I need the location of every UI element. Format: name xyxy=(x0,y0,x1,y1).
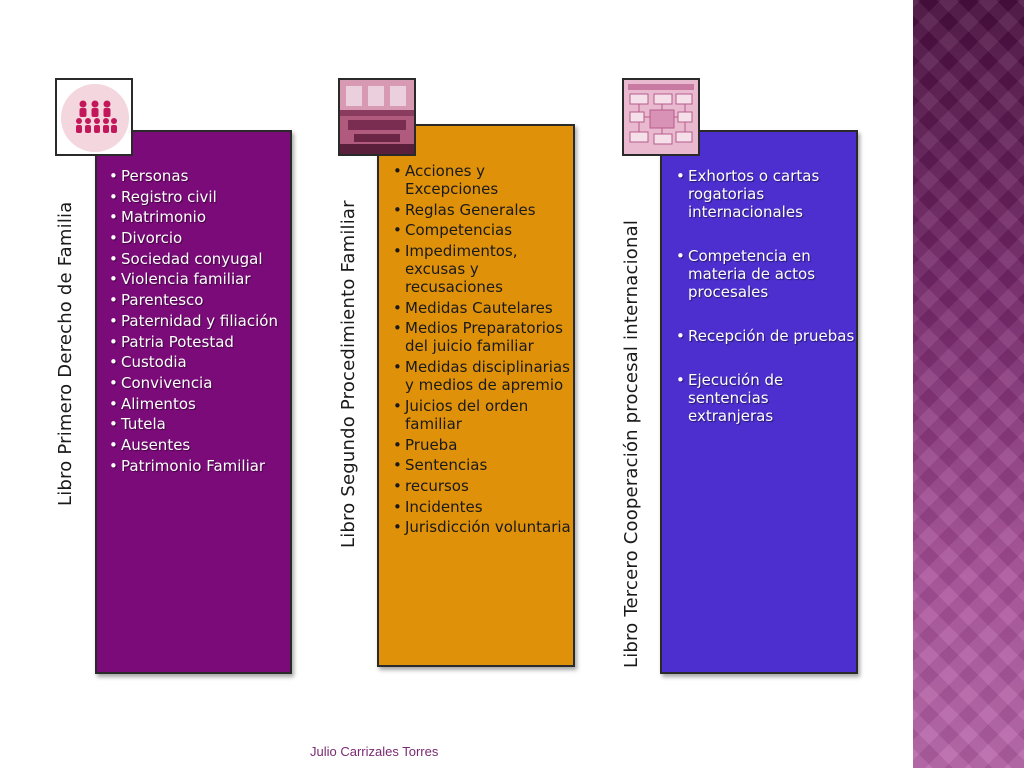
list-item: Matrimonio xyxy=(109,208,290,226)
column-2-image xyxy=(338,78,416,156)
list-item: Sociedad conyugal xyxy=(109,250,290,268)
column-3-image xyxy=(622,78,700,156)
list-item: Personas xyxy=(109,167,290,185)
list-item: Medios Preparatorios del juicio familiar xyxy=(393,319,573,355)
list-item: Competencias xyxy=(393,221,573,239)
list-item: Violencia familiar xyxy=(109,270,290,288)
list-item: Sentencias xyxy=(393,456,573,474)
list-item: Tutela xyxy=(109,415,290,433)
family-law-card: PersonasRegistro civilMatrimonioDivorcio… xyxy=(95,130,292,674)
list-item: Paternidad y filiación xyxy=(109,312,290,330)
family-procedure-list: Acciones y ExcepcionesReglas GeneralesCo… xyxy=(379,126,573,536)
column-2-title: Libro Segundo Procedimiento Familiar xyxy=(338,200,359,548)
list-item: Registro civil xyxy=(109,188,290,206)
list-item: Parentesco xyxy=(109,291,290,309)
list-item: Patria Potestad xyxy=(109,333,290,351)
footer-author: Julio Carrizales Torres xyxy=(310,744,439,759)
list-item: Custodia xyxy=(109,353,290,371)
list-item: Juicios del orden familiar xyxy=(393,397,573,433)
list-item: Medidas Cautelares xyxy=(393,299,573,317)
decorative-side-band xyxy=(913,0,1024,768)
list-item: Prueba xyxy=(393,436,573,454)
list-item: Divorcio xyxy=(109,229,290,247)
list-item: recursos xyxy=(393,477,573,495)
list-item: Patrimonio Familiar xyxy=(109,457,290,475)
list-item: Acciones y Excepciones xyxy=(393,162,573,198)
international-diagram-icon xyxy=(624,80,698,154)
list-item: Impedimentos, excusas y recusaciones xyxy=(393,242,573,296)
column-1-title: Libro Primero Derecho de Familia xyxy=(55,201,76,506)
list-item: Alimentos xyxy=(109,395,290,413)
column-3-title: Libro Tercero Cooperación procesal inter… xyxy=(621,219,642,668)
list-item: Ejecución de sentencias extranjeras xyxy=(676,371,856,425)
list-item: Incidentes xyxy=(393,498,573,516)
international-cooperation-list: Exhortos o cartas rogatorias internacion… xyxy=(662,132,856,425)
family-law-list: PersonasRegistro civilMatrimonioDivorcio… xyxy=(97,132,290,475)
list-item: Recepción de pruebas xyxy=(676,327,856,345)
column-1-image xyxy=(55,78,133,156)
list-item: Ausentes xyxy=(109,436,290,454)
courtroom-photo-icon xyxy=(340,80,414,154)
list-item: Exhortos o cartas rogatorias internacion… xyxy=(676,167,856,221)
international-cooperation-card: Exhortos o cartas rogatorias internacion… xyxy=(660,130,858,674)
list-item: Jurisdicción voluntaria xyxy=(393,518,573,536)
list-item: Reglas Generales xyxy=(393,201,573,219)
list-item: Medidas disciplinarias y medios de aprem… xyxy=(393,358,573,394)
list-item: Convivencia xyxy=(109,374,290,392)
family-people-icon xyxy=(57,80,131,154)
list-item: Competencia en materia de actos procesal… xyxy=(676,247,856,301)
family-procedure-card: Acciones y ExcepcionesReglas GeneralesCo… xyxy=(377,124,575,667)
